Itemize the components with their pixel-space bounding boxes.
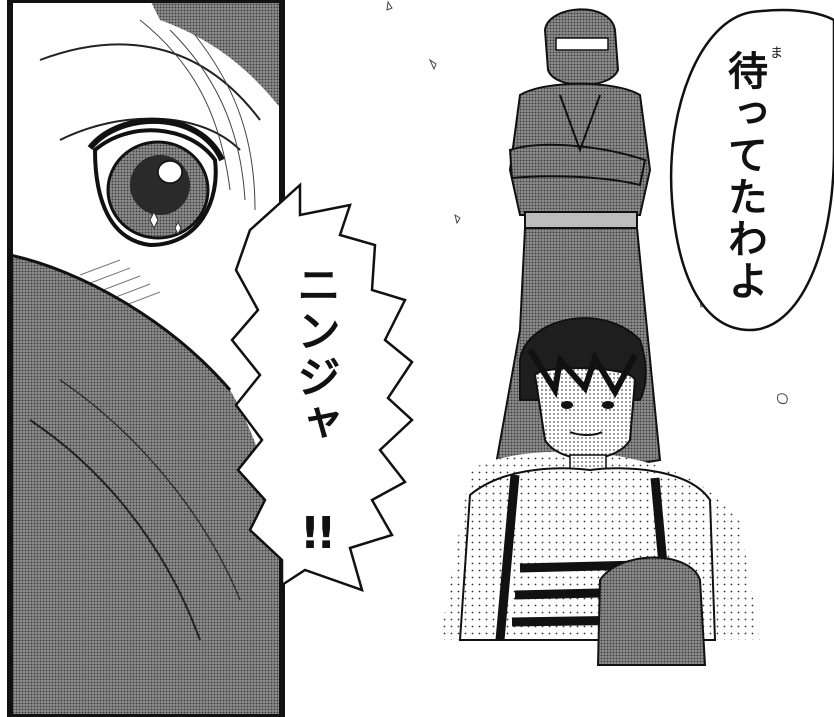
right-panel	[230, 0, 834, 666]
speech-bubble-right	[669, 8, 834, 332]
girl-eye	[87, 118, 225, 248]
speech-text-ninja: ニンジャ	[289, 262, 340, 446]
speech-bubble-left	[230, 182, 414, 592]
left-panel	[7, 0, 285, 717]
furigana-ma: ま	[770, 46, 784, 61]
speech-text-matteta-wa-yo: 待ってたわよ	[721, 50, 767, 302]
speech-text-exclaim: !!	[300, 508, 336, 559]
boy-figure	[440, 317, 760, 666]
